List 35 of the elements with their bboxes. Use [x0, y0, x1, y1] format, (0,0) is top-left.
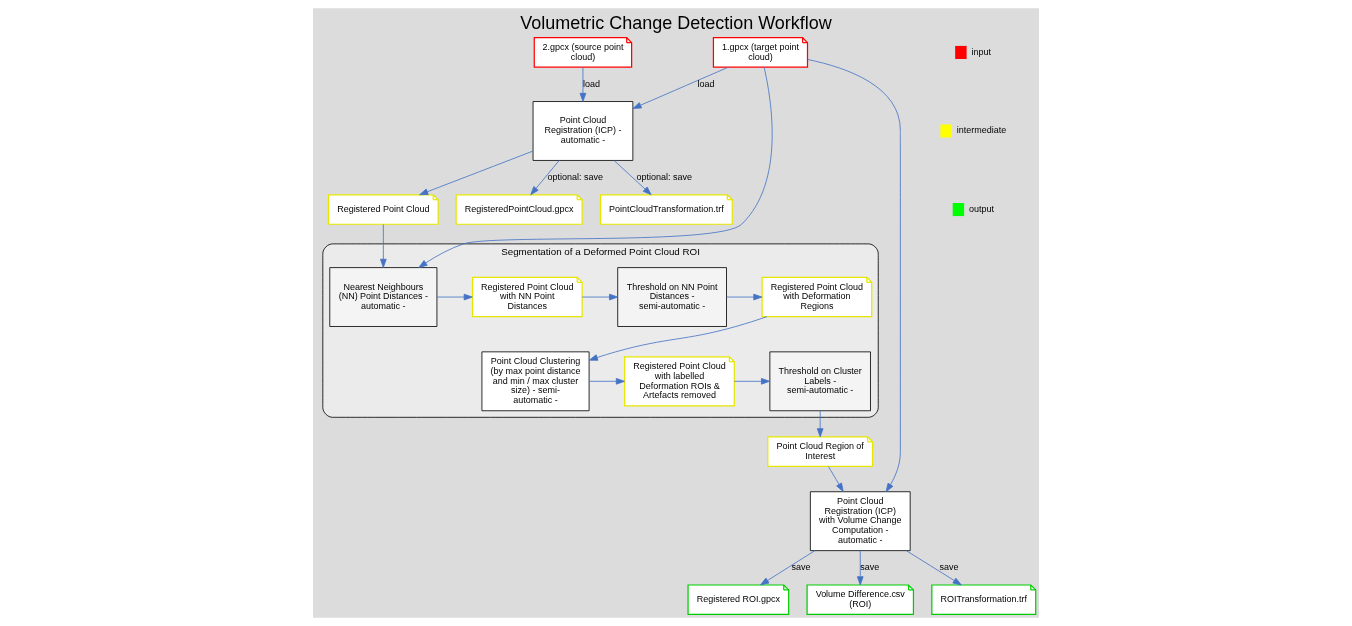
- edge-label: load: [697, 78, 715, 89]
- edge-label: save: [939, 562, 959, 573]
- node-box: Point Cloud Clustering (by max point distance and min / max cluster size) - semi- automatic -: [481, 351, 590, 412]
- node-box: Point Cloud Registration (ICP) - automatic -: [532, 101, 634, 161]
- arrow: [760, 550, 816, 586]
- node-box: Threshold on Cluster Labels - semi-automatic -: [769, 351, 871, 412]
- legend-label: output: [969, 203, 995, 214]
- arrow: [579, 66, 587, 102]
- edge-label: save: [860, 562, 880, 573]
- arrow: [419, 150, 534, 196]
- arrow: [857, 550, 864, 586]
- arrow: [418, 66, 773, 268]
- arrow: [828, 466, 844, 492]
- arrow: [816, 410, 824, 438]
- arrow: [807, 59, 901, 493]
- arrow: [530, 160, 560, 196]
- diagram-title: Volumetric Change Detection Workflow: [520, 13, 832, 34]
- legend-label: input: [971, 46, 991, 57]
- edge-label: optional: save: [547, 171, 603, 182]
- arrow: [905, 550, 962, 586]
- arrow: [734, 378, 770, 385]
- arrow: [588, 378, 625, 385]
- legend-label: intermediate: [956, 125, 1007, 136]
- arrow: [436, 293, 473, 301]
- arrow: [613, 160, 652, 196]
- arrow: [581, 293, 619, 301]
- edge-label: optional: save: [636, 171, 693, 182]
- node-box: Point Cloud Registration (ICP) with Volume Change Computation - automatic -: [809, 491, 911, 552]
- arrow: [632, 66, 729, 109]
- edge-label: load: [583, 78, 601, 89]
- node-box: Threshold on NN Point Distances - semi-automatic -: [617, 267, 727, 327]
- arrow: [380, 224, 387, 268]
- node-box: Nearest Neighbours (NN) Point Distances - automatic -: [329, 267, 438, 327]
- edge-label: save: [791, 562, 811, 573]
- arrow: [726, 293, 763, 301]
